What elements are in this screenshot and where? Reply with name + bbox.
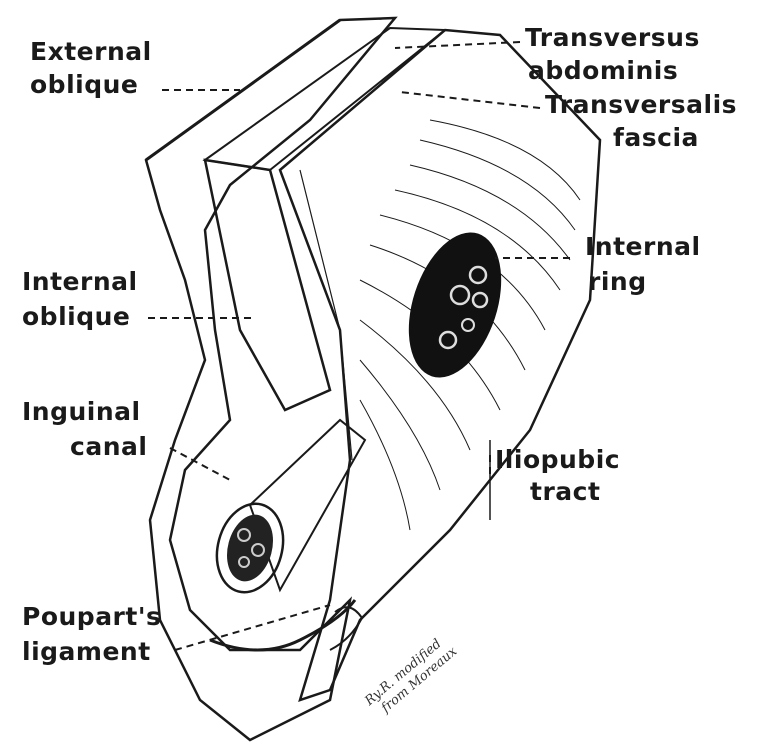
inguinal-canal-cord	[215, 418, 367, 594]
label-internal-ring: Internal ring	[585, 232, 710, 296]
label-internal-oblique: Internal oblique	[22, 267, 147, 331]
external-oblique-layer	[144, 16, 398, 742]
internal-oblique-muscle	[203, 158, 332, 412]
pouparts-ligament	[209, 599, 364, 652]
label-inguinal-canal: Inguinal canal	[22, 397, 150, 461]
label-iliopubic-tract: Iliopubic tract	[495, 445, 629, 506]
label-external-oblique: External oblique	[30, 37, 161, 99]
leader-lines	[148, 41, 570, 651]
internal-ring	[408, 232, 502, 378]
transversus-abdominis-layer	[202, 26, 448, 172]
transversalis-fascia-sheet	[278, 28, 602, 702]
artist-credit: Ry.R. modified from Moreaux	[362, 631, 461, 721]
label-transversalis-fascia: Transversalis fascia	[545, 90, 746, 152]
label-transversus-abdominis: Transversus abdominis	[525, 23, 709, 85]
label-pouparts-ligament: Poupart's ligament	[22, 602, 171, 666]
